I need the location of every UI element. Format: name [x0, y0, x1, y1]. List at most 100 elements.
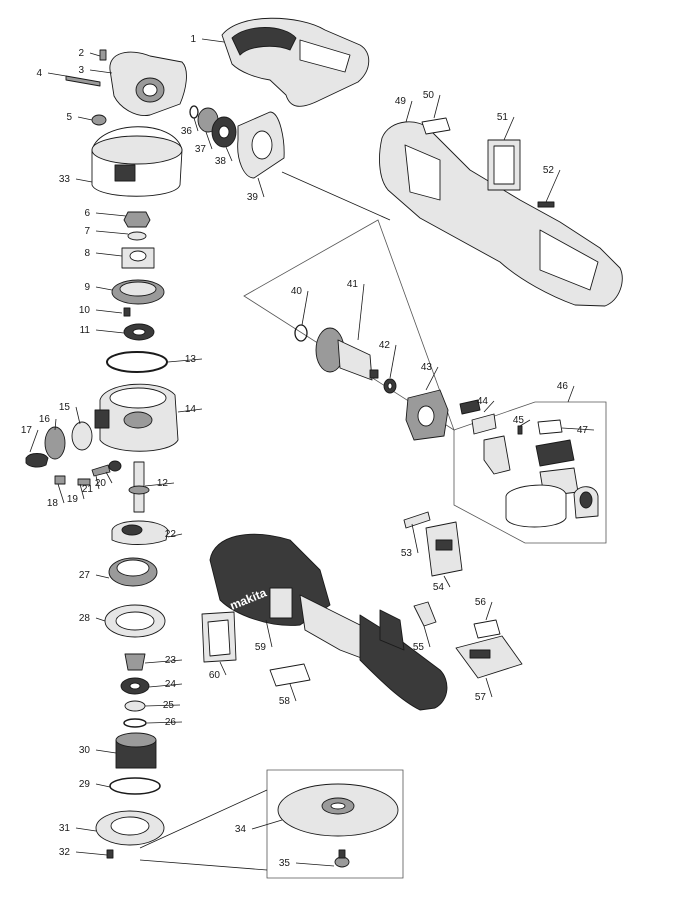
leader-line-53 [411, 523, 419, 554]
part-18-21-small-parts [54, 460, 122, 486]
leader-line-58 [289, 683, 297, 702]
callout-19: 19 [67, 494, 79, 505]
callout-50: 50 [423, 90, 435, 101]
part-43-field [405, 389, 449, 441]
leader-line-22 [167, 533, 183, 538]
leader-line-19 [79, 483, 85, 500]
callout-58: 58 [279, 696, 291, 707]
callout-8: 8 [84, 248, 90, 259]
leader-line-13 [167, 358, 203, 363]
part-42-bearing [383, 378, 397, 394]
part-28-felt-ring [104, 604, 166, 638]
part-14-gear-housing [94, 383, 179, 452]
callout-2: 2 [78, 48, 84, 59]
callout-34: 34 [235, 824, 247, 835]
leader-line-38 [225, 146, 233, 162]
part-10-screw [123, 307, 131, 317]
callout-41: 41 [347, 279, 359, 290]
group-box-34 [266, 769, 404, 879]
group-line-39 [281, 171, 391, 221]
part-5-bolt [91, 114, 107, 126]
leader-line-10 [95, 309, 123, 314]
part-41-armature [315, 327, 379, 381]
leader-line-30 [95, 749, 117, 754]
callout-44: 44 [477, 396, 489, 407]
callout-27: 27 [79, 570, 91, 581]
part-36-39-bearing-set [189, 105, 285, 179]
part-11-bearing [123, 323, 155, 341]
leader-line-51 [503, 116, 515, 141]
callout-24: 24 [165, 679, 177, 690]
callout-26: 26 [165, 717, 177, 728]
leader-line-7 [95, 230, 129, 235]
callout-57: 57 [475, 692, 487, 703]
leader-line-43 [425, 366, 439, 391]
callout-42: 42 [379, 340, 391, 351]
part-34-backing-pad [277, 783, 399, 837]
part-15-16-17-lock-button [25, 421, 93, 468]
callout-29: 29 [79, 779, 91, 790]
leader-line-42 [389, 344, 397, 379]
leader-line-20 [105, 471, 113, 484]
callout-36: 36 [181, 126, 193, 137]
part-31-plate [95, 810, 165, 846]
part-44-brush-holder [459, 399, 511, 475]
callout-23: 23 [165, 655, 177, 666]
part-52-screw [537, 201, 555, 208]
callout-17: 17 [21, 425, 33, 436]
leader-line-14 [177, 408, 203, 413]
callout-45: 45 [513, 415, 525, 426]
leader-line-11 [95, 329, 125, 334]
callout-47: 47 [577, 425, 589, 436]
leader-line-29 [95, 783, 111, 788]
callout-25: 25 [163, 700, 175, 711]
leader-line-40 [301, 290, 309, 326]
part-60-cover-frame [201, 611, 237, 663]
leader-line-52 [545, 169, 561, 203]
part-29-ring [109, 777, 161, 795]
leader-line-5 [77, 116, 93, 121]
callout-11: 11 [80, 325, 91, 336]
leader-line-17 [29, 429, 39, 453]
part-2-screw [99, 49, 107, 61]
leader-line-2 [89, 52, 101, 57]
leader-line-12 [144, 482, 175, 487]
leader-line-47 [561, 427, 595, 431]
part-23-bush [124, 653, 146, 671]
part-50-label [421, 117, 451, 135]
leader-line-8 [95, 252, 123, 257]
part-8-sleeve [121, 247, 155, 269]
callout-52: 52 [543, 165, 555, 176]
part-33-dust-guard [91, 126, 183, 197]
leader-line-18 [57, 483, 65, 504]
leader-line-31 [75, 827, 97, 832]
callout-49: 49 [395, 96, 407, 107]
group-line-31 [139, 789, 268, 849]
leader-line-60 [219, 661, 227, 676]
leader-line-16 [54, 418, 57, 431]
callout-18: 18 [47, 498, 59, 509]
callout-22: 22 [165, 529, 177, 540]
leader-line-3 [89, 69, 113, 74]
part-26-retaining-ring [123, 718, 147, 728]
leader-line-25 [144, 704, 181, 707]
leader-line-57 [485, 677, 493, 698]
leader-line-32 [75, 851, 108, 856]
part-58-label [269, 663, 311, 687]
leader-line-34 [251, 819, 283, 830]
leader-line-56 [485, 601, 493, 621]
part-46-switch-parts [505, 439, 599, 528]
callout-32: 32 [59, 847, 71, 858]
callout-21: 21 [82, 484, 94, 495]
callout-30: 30 [79, 745, 91, 756]
part-54-switch-box [425, 521, 463, 577]
callout-13: 13 [185, 354, 197, 365]
callout-59: 59 [255, 642, 267, 653]
leader-line-49 [405, 100, 413, 123]
part-13-o-ring [106, 351, 168, 373]
leader-line-1 [201, 38, 225, 43]
callout-51: 51 [497, 112, 509, 123]
callout-37: 37 [195, 144, 207, 155]
